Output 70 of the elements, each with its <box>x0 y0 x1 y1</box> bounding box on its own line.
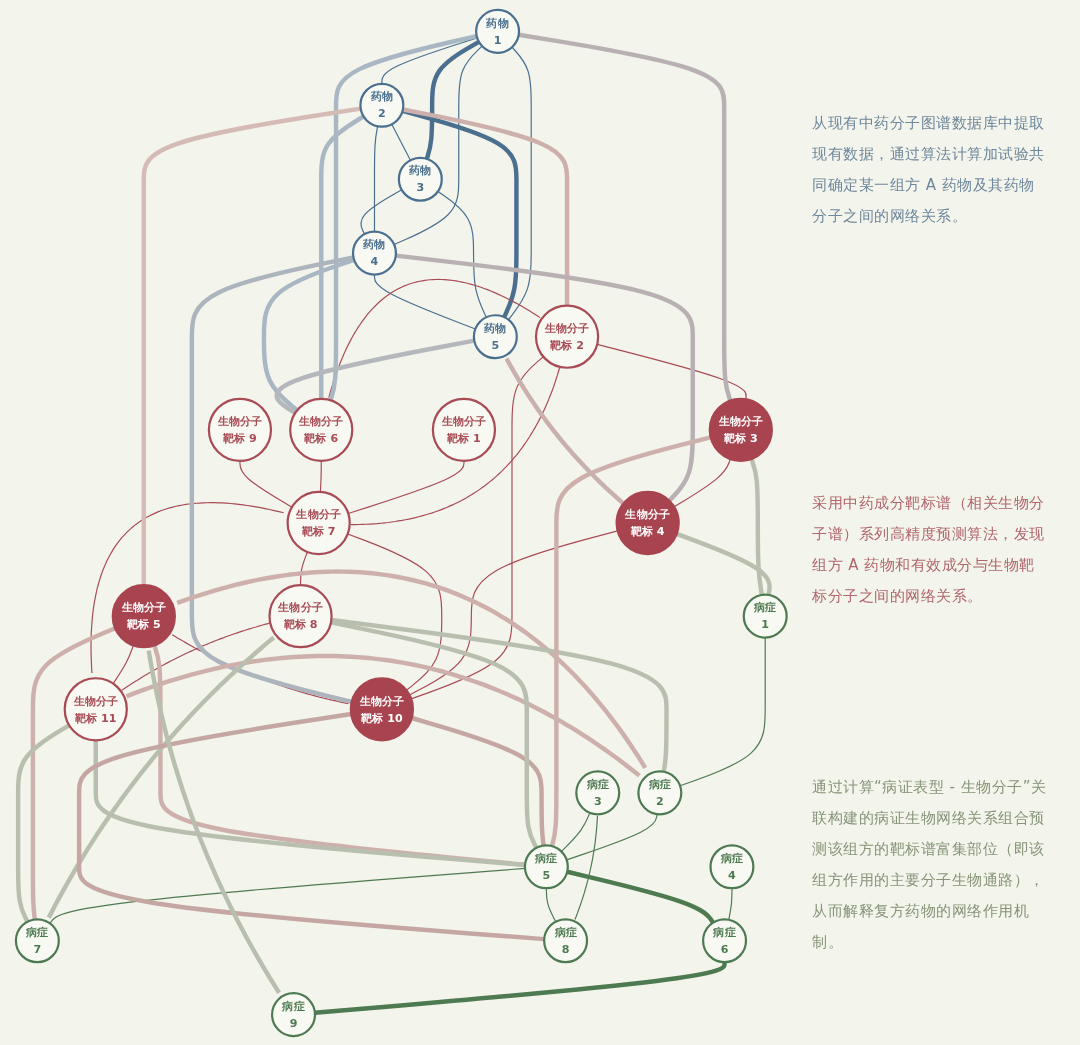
connector <box>673 458 731 508</box>
connector <box>424 39 480 160</box>
node-circle: 病症 9 <box>270 992 316 1038</box>
connector <box>350 367 560 526</box>
connector <box>574 815 598 921</box>
connector <box>679 637 766 787</box>
node-circle: 药物 1 <box>474 8 520 54</box>
description-text: 从现有中药分子图谱数据库中提取现有数据，通过算法计算加试验共同确定某一组方 A 药物及其药物分子之间的网络关系。 <box>812 113 1046 227</box>
connector <box>76 711 545 942</box>
node-circle: 病症 7 <box>14 918 60 964</box>
connector <box>390 123 411 161</box>
node-circle: 生物分子靶标 9 <box>207 397 272 462</box>
connector <box>46 635 275 919</box>
connector <box>566 869 715 924</box>
node-circle: 病症 1 <box>742 593 788 639</box>
connector <box>549 435 711 847</box>
connector <box>141 106 361 586</box>
connector <box>239 460 293 508</box>
connector <box>507 46 532 321</box>
connector <box>176 569 647 770</box>
node-circle: 药物 3 <box>397 156 443 202</box>
node-circle: 生物分子靶标 11 <box>63 677 128 742</box>
node-circle: 生物分子靶标 7 <box>286 490 351 556</box>
connector <box>560 812 591 853</box>
connector <box>261 257 355 412</box>
node-circle: 药物 2 <box>359 82 405 128</box>
connector <box>328 33 477 401</box>
connector <box>15 723 70 923</box>
connector <box>518 32 733 402</box>
connector <box>393 45 483 246</box>
connector <box>330 620 538 849</box>
description-text: 采用中药成分靶标谱（相关生物分子谱）系列高精度预测算法，发现组方 A 药物和有效成分与生物靶标分子之间的网络关系。 <box>812 493 1046 607</box>
node-circle: 病症 6 <box>701 918 747 964</box>
node-circle: 生物分子靶标 6 <box>288 397 354 462</box>
connector <box>402 107 569 306</box>
connector <box>395 253 695 503</box>
connector <box>675 531 772 596</box>
connector <box>125 653 641 778</box>
connector <box>93 740 525 868</box>
connector <box>373 274 476 330</box>
node-circle: 生物分子靶标 5 <box>111 584 176 649</box>
connector <box>146 650 281 994</box>
connector <box>410 356 544 700</box>
node-circle: 病症 3 <box>574 770 620 816</box>
connector <box>299 551 308 586</box>
node-circle: 生物分子靶标 8 <box>268 584 333 649</box>
connector <box>596 343 747 400</box>
connector <box>504 357 624 505</box>
connector <box>319 460 322 493</box>
description-text: 通过计算“病证表型 - 生物分子”关联构建的病证生物网络关系组合预测该组方的靶标谱富集部位（即该组方作用的主要分子生物通路），从而解释复方药物的网络作用机制。 <box>812 777 1048 953</box>
node-circle: 药物 5 <box>472 314 518 360</box>
node-circle: 病症 8 <box>542 918 588 964</box>
connector <box>749 458 764 596</box>
node-circle: 生物分子靶标 1 <box>431 397 496 462</box>
connector <box>327 278 541 399</box>
node-circle: 病症 2 <box>637 770 683 816</box>
node-circle: 生物分子靶标 10 <box>349 677 414 742</box>
connector <box>90 502 284 674</box>
node-circle: 病症 5 <box>523 844 569 890</box>
node-circle: 生物分子靶标 2 <box>534 304 599 369</box>
connector <box>30 626 116 920</box>
connector <box>318 114 365 399</box>
connector <box>120 622 270 691</box>
connector <box>274 338 475 415</box>
node-circle: 病症 4 <box>709 844 755 890</box>
connector <box>360 189 402 235</box>
connector <box>437 190 487 318</box>
node-circle: 生物分子靶标 3 <box>708 397 773 462</box>
node-circle: 生物分子靶标 4 <box>615 490 680 556</box>
node-circle: 药物 4 <box>351 230 397 276</box>
